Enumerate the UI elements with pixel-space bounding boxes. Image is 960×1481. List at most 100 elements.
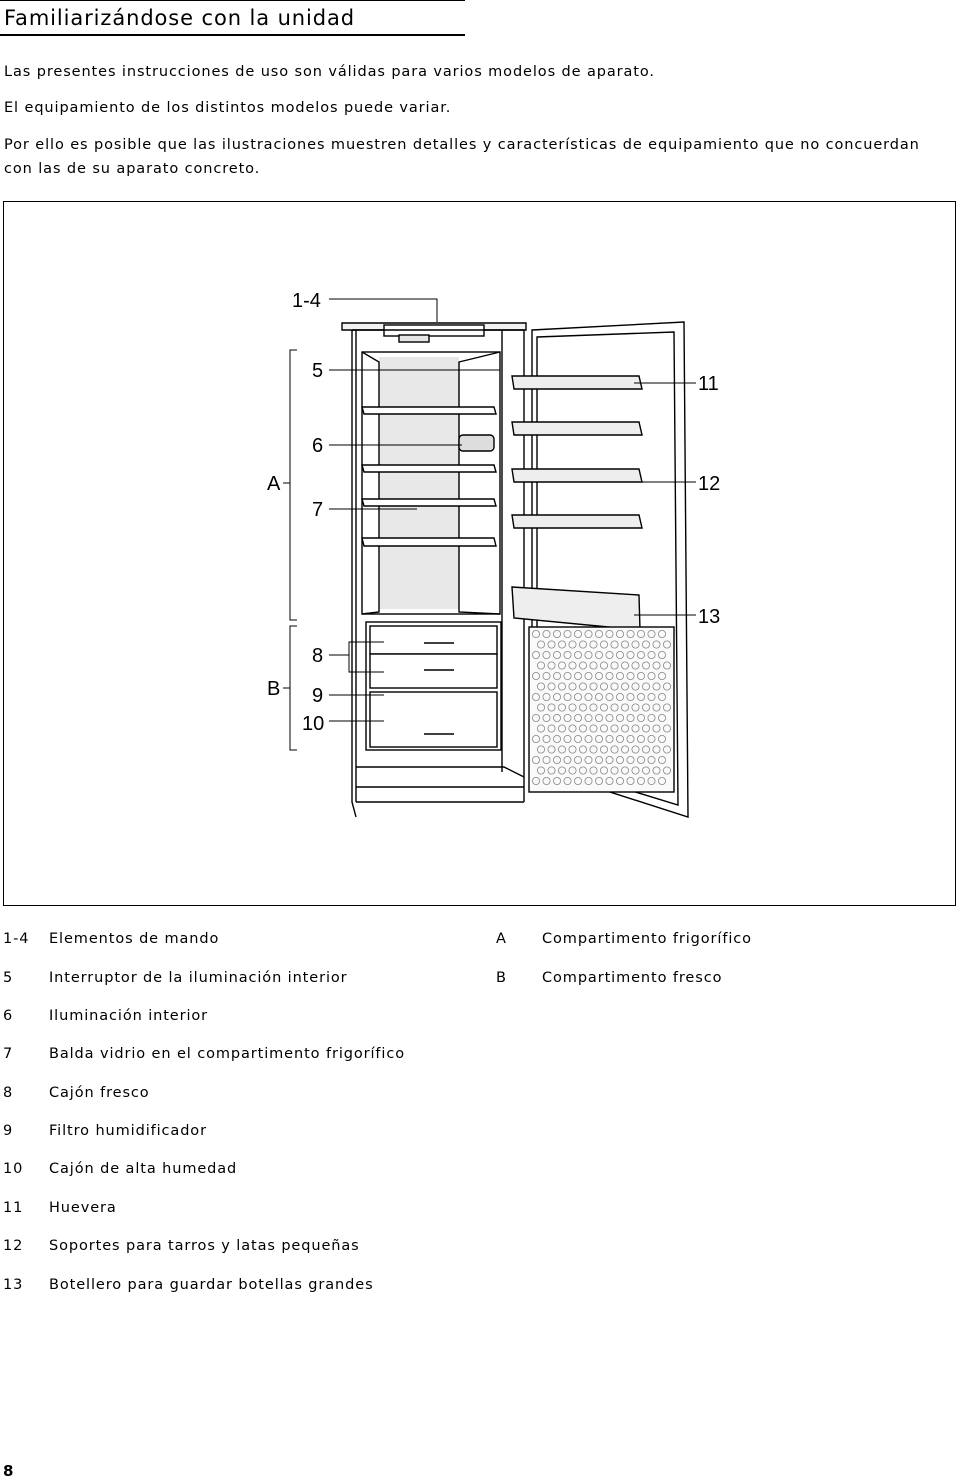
perforation-dot	[621, 724, 630, 733]
perforation-dot	[652, 703, 661, 712]
perforation-dot	[605, 692, 614, 701]
perforation-dot	[537, 682, 546, 691]
perforation-dot	[589, 682, 598, 691]
perforation-dot	[616, 714, 625, 723]
perforation-dot	[631, 745, 640, 754]
perforation-dot	[584, 650, 593, 659]
perforation-dot	[600, 745, 609, 754]
perforation-dot	[610, 745, 619, 754]
perforation-dot	[589, 640, 598, 649]
perforation-dot	[626, 650, 635, 659]
perforation-dot	[595, 714, 604, 723]
perforation-dot	[537, 640, 546, 649]
perforation-dot	[595, 735, 604, 744]
legend-text: Cajón fresco	[49, 1085, 150, 1101]
perforation-dot	[642, 745, 651, 754]
legend-key: 7	[3, 1046, 14, 1062]
callout-B: B	[267, 678, 280, 700]
perforation-dot	[637, 629, 646, 638]
page-title: Familiarizándose con la unidad	[4, 6, 355, 30]
perforation-dot	[537, 724, 546, 733]
legend-text: Iluminación interior	[49, 1008, 209, 1024]
perforation-dot	[568, 766, 577, 775]
callout-12: 12	[698, 473, 720, 495]
perforation-dot	[626, 671, 635, 680]
callout-lines	[283, 298, 696, 751]
perforation-dot	[547, 745, 556, 754]
perforation-dot	[589, 766, 598, 775]
perforation-dot	[558, 661, 567, 670]
perforation-dot	[547, 640, 556, 649]
perforation-dot	[542, 629, 551, 638]
perforation-dot	[637, 777, 646, 786]
perforation-dot	[547, 661, 556, 670]
perforation-dot	[658, 650, 667, 659]
perforation-dot	[553, 735, 562, 744]
perforation-dot	[574, 714, 583, 723]
perforation-dot	[647, 671, 656, 680]
perforation-dot	[616, 650, 625, 659]
perforation-dot	[600, 661, 609, 670]
perforation-dot	[642, 640, 651, 649]
perforation-dot	[626, 756, 635, 765]
perforation-dot	[626, 735, 635, 744]
callout-9: 9	[312, 685, 323, 707]
perforation-dot	[563, 629, 572, 638]
perforation-dot	[532, 714, 541, 723]
perforation-dot	[558, 724, 567, 733]
perforation-dot	[532, 650, 541, 659]
perforation-dot	[610, 766, 619, 775]
perforation-dot	[595, 629, 604, 638]
perforation-dot	[563, 735, 572, 744]
perforation-dot	[647, 650, 656, 659]
perforation-dot	[553, 650, 562, 659]
perforation-dot	[584, 777, 593, 786]
perforation-dot	[547, 766, 556, 775]
intro-paragraph-3-line-1: Por ello es posible que las ilustracione…	[4, 137, 920, 153]
perforation-dot	[605, 777, 614, 786]
perforation-dot	[663, 724, 672, 733]
legend-key: 12	[3, 1238, 24, 1254]
perforation-dot	[553, 756, 562, 765]
perforation-dot	[579, 724, 588, 733]
legend-key: 6	[3, 1008, 14, 1024]
perforation-dot	[542, 777, 551, 786]
perforation-dot	[537, 745, 546, 754]
perforation-dot	[595, 756, 604, 765]
perforation-dot	[579, 703, 588, 712]
perforation-dot	[558, 640, 567, 649]
perforation-dot	[642, 703, 651, 712]
callout-13: 13	[698, 606, 720, 628]
title-rule-top	[0, 0, 465, 1]
intro-paragraph-3-line-2: con las de su aparato concreto.	[4, 161, 261, 177]
fridge-body	[341, 322, 527, 818]
title-rule-bottom	[0, 34, 465, 36]
perforation-dot	[610, 703, 619, 712]
perforation-dot	[568, 724, 577, 733]
page-number: 8	[3, 1462, 14, 1480]
perforation-dot	[631, 703, 640, 712]
perforation-dot	[568, 703, 577, 712]
perforation-dot	[532, 629, 541, 638]
perforation-dot	[652, 724, 661, 733]
perforation-dot	[626, 714, 635, 723]
perforation-dot	[647, 756, 656, 765]
perforation-dot	[605, 735, 614, 744]
legend-text: Compartimento fresco	[542, 970, 723, 986]
perforation-dot	[542, 671, 551, 680]
perforation-dot	[663, 766, 672, 775]
perforation-dot	[558, 682, 567, 691]
perforation-dot	[621, 640, 630, 649]
legend-text: Balda vidrio en el compartimento frigorí…	[49, 1046, 405, 1062]
perforation-dot	[631, 724, 640, 733]
perforation-dot	[574, 692, 583, 701]
legend-key: 11	[3, 1200, 24, 1216]
perforation-dot	[658, 735, 667, 744]
perforation-dot	[637, 735, 646, 744]
perforation-dot	[616, 735, 625, 744]
legend-text: Elementos de mando	[49, 931, 220, 947]
refrigerator-illustration: 1-4 5 6 7 8 9 10 11 12 13 A B	[267, 290, 720, 818]
perforation-dot	[542, 756, 551, 765]
perforation-dot	[658, 671, 667, 680]
perforation-dot	[574, 777, 583, 786]
